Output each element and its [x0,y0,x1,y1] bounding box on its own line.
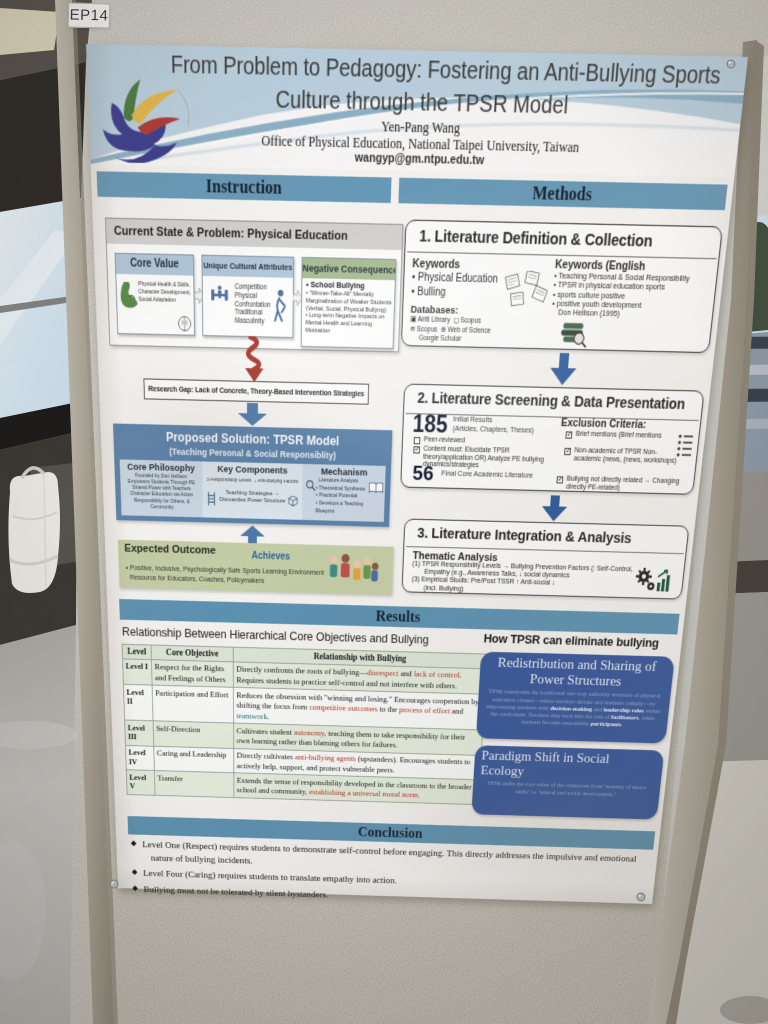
mechanism-panel: Mechanism Literature Analysis • Theoreti… [302,463,386,522]
gears-chart-icon [634,567,672,592]
stat-185: 185 [412,409,449,438]
cultural-attributes-title: Unique Cultural Attributes [202,255,294,278]
exclusion-3: Bullying not directly related → Changing… [556,475,689,494]
white-tote-bag [8,472,60,593]
expected-outcome-lines: • Positive, Inclusive, Psychologically S… [125,563,324,585]
exclusion-label: Exclusion Criteria: [560,416,647,432]
core-philosophy-panel: Core Philosophy Founded by Don Hellison … [119,459,203,518]
room-left [0,0,92,1024]
scattered-papers-icon [503,270,549,309]
core-value-box: Core Value Physical Health & Skills, Cha… [114,252,196,336]
methods-box2: 2. Literature Screening & Data Presentat… [400,383,705,495]
power-structures-body: TPSR transforms the traditional one-way … [485,687,662,729]
negative-consequence-title: Negative Consequence [302,258,396,281]
expected-outcome-title: Expected Outcome [124,542,216,557]
key-components-item1: 5 Responsibility Levels → Anti-Bullying … [206,477,299,485]
results-table: Level Core Objective Relationship with B… [121,644,488,805]
stat-56: 56 [412,461,435,486]
thematic-lines: (1) TPSR Responsibility Levels → Bullyin… [411,558,634,593]
books-magnifier-icon [561,322,589,348]
key-components-panel: Key Components 5 Responsibility Levels →… [202,461,303,520]
dumbbell-icon [211,285,228,301]
core-philosophy-title: Core Philosophy [127,461,195,475]
booth-number-label: EP14 [67,2,111,29]
expected-outcome-box: Expected Outcome Achieves • Positive, In… [117,539,394,595]
logo-red-leaf [137,116,181,136]
databases-group: Databases: ▣ Airiti Library ◻ Scopus ≋ S… [409,304,550,347]
key-components-title: Key Components [217,463,288,477]
power-structures-box: Redistribution and Sharing of Power Stru… [475,651,675,744]
paradigm-shift-box: Paradigm Shift in Social Ecology TPSR sh… [471,745,665,820]
how-tpsr-heading: How TPSR can eliminate bullying [483,631,660,650]
methods-box1-title: 1. Literature Definition & Collection [418,226,654,252]
proposed-solution-box: Proposed Solution: TPSR Model (Teaching … [113,423,393,528]
down-arrow-methods1 [549,352,578,386]
methods-box3-title: 3. Literature Integration & Analysis [416,524,633,547]
core-value-title: Core Value [115,253,194,276]
section-bar-methods: Methods [398,177,728,211]
methods-box2-title: 2. Literature Screening & Data Presentat… [417,390,686,414]
person-pushing-icon [270,289,289,326]
keywords-group: Keywords • Physical Education • Bulling [411,257,499,300]
methods-box3: 3. Literature Integration & Analysis The… [401,518,690,600]
achieves-label: Achieves [251,550,291,563]
keywords-english-group: Keywords (English • Teaching Personal & … [551,258,718,321]
down-arrow-left [237,402,268,427]
muscle-arm-icon [120,281,138,309]
children-illustration [329,553,379,582]
brain-icon [177,315,192,333]
ladder-icon [207,492,216,506]
current-state-box: Current State & Problem: Physical Educat… [104,217,404,353]
power-structures-heading: Redistribution and Sharing of Power Stru… [497,654,658,690]
cube-icon [288,496,298,507]
cultural-attributes-box: Unique Cultural Attributes Competition P… [201,254,295,339]
key-components-item2: Teaching Strategies → Dismantles Power S… [219,489,286,505]
poster: From Problem to Pedagogy: Fostering an A… [86,44,748,905]
core-philosophy-lines: Founded by Don Hellison Empowers Student… [127,472,196,511]
list-icon [676,433,694,460]
down-arrow-methods2 [540,495,569,522]
logo-green-leaf [122,79,142,122]
negative-consequence-box: Negative Consequence • School Bullying •… [300,256,397,350]
methods-box1: 1. Literature Definition & Collection Ke… [400,219,723,354]
negative-consequence-lines: • School Bullying • "Winner-Take-All" Me… [305,279,392,335]
research-gap-box: Research Gap: Lack of Concrete, Theory-B… [143,378,370,405]
magnifier-icon [305,479,316,491]
board-frame-left [55,0,114,1024]
exclusion-1: Brief mentions (Brief mentions [565,430,681,441]
section-bar-instruction: Instruction [96,171,392,204]
current-state-title: Current State & Problem: Physical Educat… [105,218,403,251]
stat-56-label: Final Core Academic Literature [441,468,534,480]
paradigm-shift-heading: Paradigm Shift in Social Ecology [480,748,611,779]
exclusion-2: Non-academic of TPSR Non-academic (news,… [563,447,679,466]
stat-185-label: Initial Results (Articles, Chapters, The… [452,414,535,435]
open-book-icon [369,482,384,494]
